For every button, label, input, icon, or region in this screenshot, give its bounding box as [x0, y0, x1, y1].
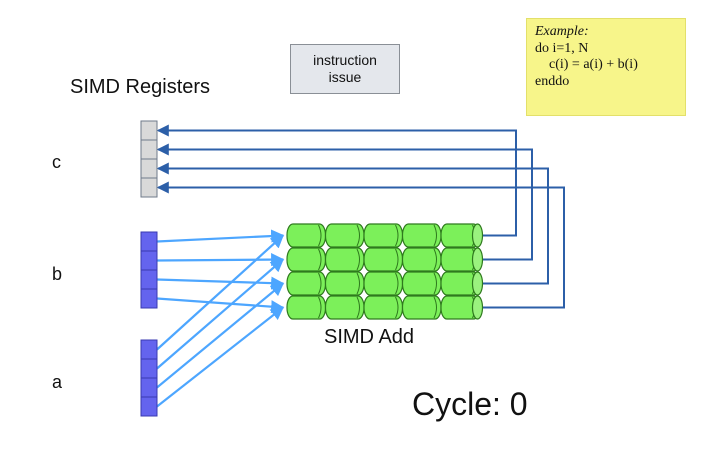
register-b-label: b: [52, 264, 63, 284]
pipeline-stage-divider: [395, 272, 399, 295]
instruction-issue-line-2: issue: [328, 69, 362, 85]
pipeline-stage-divider: [433, 224, 437, 247]
operand-b-arrow-0: [156, 229, 285, 243]
pipeline-stage-divider: [318, 248, 322, 271]
result-arrow-1: [156, 143, 533, 261]
register-c-element-1: [140, 139, 158, 160]
pipeline-stage-divider: [318, 272, 322, 295]
operand-b-arrow-1: [156, 252, 285, 267]
pipeline-stage-divider: [318, 224, 322, 247]
operand-a-arrow-3: [156, 306, 285, 408]
register-c-label: c: [52, 152, 61, 172]
operand-b-arrow-3: [156, 297, 285, 314]
example-code-line-3: enddo: [535, 73, 570, 89]
register-c-element-3: [140, 177, 158, 198]
pipeline-lane-end: [471, 271, 484, 296]
register-a: [140, 339, 158, 417]
pipeline-lane-2: [286, 271, 484, 296]
register-c-element-2: [140, 158, 158, 179]
operand-a-arrow-1: [156, 258, 284, 370]
register-a-element-1: [140, 358, 158, 379]
simd-add-label: SIMD Add: [324, 326, 415, 348]
operand-a-arrow-0: [156, 234, 284, 351]
result-arrow-2: [156, 162, 549, 285]
register-a-element-3: [140, 396, 158, 417]
pipeline-stage-divider: [356, 272, 360, 295]
result-arrow-0: [156, 124, 517, 237]
simd-add-pipeline: [286, 223, 484, 320]
pipeline-stage-divider: [433, 296, 437, 319]
simd-registers-title: SIMD Registers: [70, 76, 211, 98]
instruction-issue-line-1: instruction: [313, 52, 377, 68]
example-code-box: Example: do i=1, N c(i) = a(i) + b(i) en…: [526, 18, 686, 116]
pipeline-lane-0: [286, 223, 484, 248]
operand-b-arrow-2: [156, 276, 285, 290]
pipeline-stage-divider: [395, 248, 399, 271]
example-title: Example:: [535, 24, 589, 39]
pipeline-stage-divider: [395, 296, 399, 319]
example-code-line-1: do i=1, N: [535, 40, 589, 56]
register-a-element-0: [140, 339, 158, 360]
pipeline-stage-divider: [433, 248, 437, 271]
register-b-element-0: [140, 231, 158, 252]
pipeline-stage-divider: [395, 224, 399, 247]
register-b-element-2: [140, 269, 158, 290]
register-b: [140, 231, 158, 309]
instruction-issue-box: instruction issue: [290, 44, 400, 94]
register-b-element-1: [140, 250, 158, 271]
pipeline-lane-1: [286, 247, 484, 272]
pipeline-lane-end: [471, 295, 484, 320]
pipeline-stage-divider: [356, 296, 360, 319]
pipeline-stage-divider: [433, 272, 437, 295]
cycle-counter: Cycle: 0: [412, 386, 528, 422]
result-arrow-3: [156, 181, 565, 309]
pipeline-stage-divider: [356, 224, 360, 247]
register-b-element-3: [140, 288, 158, 309]
operand-a-arrow-2: [156, 282, 285, 389]
pipeline-stage-divider: [356, 248, 360, 271]
register-c-element-0: [140, 120, 158, 141]
example-code-line-2: c(i) = a(i) + b(i): [549, 57, 638, 72]
pipeline-lane-end: [471, 223, 484, 248]
result-feedback-arrows: [156, 124, 565, 309]
pipeline-lane-3: [286, 295, 484, 320]
pipeline-stage-divider: [318, 296, 322, 319]
operand-input-arrows: [156, 229, 285, 408]
register-a-element-2: [140, 377, 158, 398]
pipeline-lane-end: [471, 247, 484, 272]
register-a-label: a: [52, 372, 63, 392]
register-c: [140, 120, 158, 198]
